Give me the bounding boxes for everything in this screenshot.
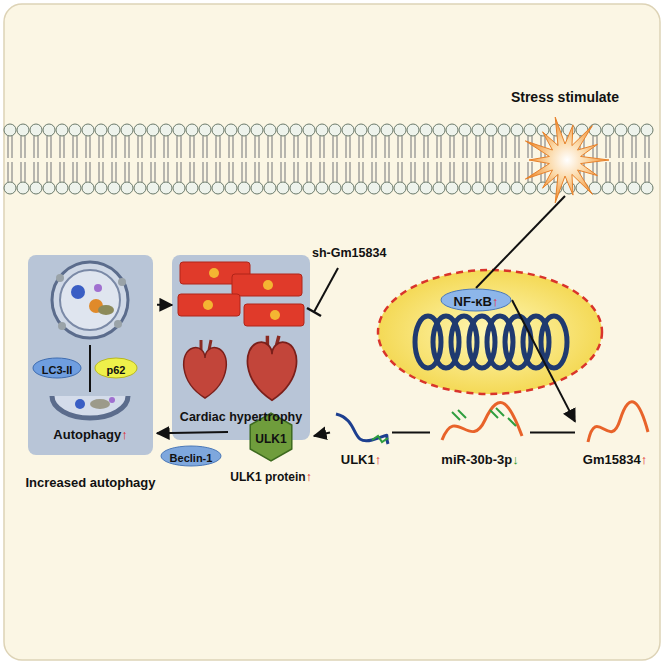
text-row: Cardiac hypertrophy	[172, 407, 310, 425]
autophagosome-inner	[60, 270, 120, 330]
node-label: ULK1 protein	[230, 471, 305, 485]
node-label: ↑	[121, 428, 128, 443]
autophagy-panel	[28, 255, 153, 455]
text-row: ULK1↑	[330, 450, 392, 468]
connector	[157, 304, 172, 306]
inhibition-line	[314, 268, 338, 312]
cargo	[90, 399, 110, 409]
node-label: Cardiac hypertrophy	[180, 410, 302, 424]
text-row: LC3-II	[32, 360, 82, 378]
connector	[512, 300, 575, 422]
connector	[314, 432, 330, 436]
text-row: ULK1	[228, 429, 314, 447]
text-row: NF-κB↑	[440, 292, 512, 310]
text-row: Stress stimulate	[505, 88, 625, 106]
node-label: miR-30b-3p	[441, 453, 512, 468]
hypertrophy-panel-node: Cardiac hypertrophy	[172, 255, 310, 440]
mrna-node: ULK1↑	[330, 400, 392, 472]
connector	[530, 431, 575, 433]
beclin-ellipse: Beclin-1	[160, 445, 222, 467]
lncrna-strand	[588, 402, 648, 442]
cargo	[71, 285, 85, 299]
lc3-ellipse: LC3-II	[32, 357, 82, 379]
heart	[184, 340, 227, 398]
text-row: Increased autophagy	[24, 473, 157, 491]
node-label: p62	[107, 364, 126, 377]
node-label: ↑	[492, 295, 499, 310]
cardiac-panel	[172, 255, 310, 440]
lncrna-node: Gm15834↑	[575, 400, 655, 472]
membrane-dot	[58, 322, 66, 330]
node-label: Beclin-1	[170, 452, 213, 465]
node-label: Stress stimulate	[511, 89, 619, 105]
node-label: NF-κB	[454, 295, 492, 310]
autophagy-panel-node: LC3-II p62Autophagy↑ Increased autophagy	[24, 255, 157, 517]
connector	[157, 432, 228, 433]
panel-ground	[4, 4, 660, 660]
nfkb-ellipse: NF-κB↑	[440, 288, 512, 312]
cardiomyocytes	[178, 262, 304, 326]
text-row: Gm15834↑	[575, 450, 655, 468]
node-label: Autophagy	[53, 428, 121, 443]
inhibition-bar	[307, 308, 321, 316]
text-row: miR-30b-3p↓	[430, 450, 530, 468]
node-label: ↓	[512, 453, 519, 468]
connector	[392, 431, 430, 433]
membrane-dot	[118, 278, 126, 286]
mrna-strand	[336, 414, 388, 444]
node-label: ULK1	[341, 453, 375, 468]
p62-ellipse: p62	[94, 357, 138, 379]
treatment-label: sh-Gm15834	[312, 246, 386, 260]
node-label: LC3-II	[42, 364, 73, 377]
cargo	[75, 399, 85, 409]
stress-starburst	[525, 117, 609, 203]
node-label: Gm15834	[583, 453, 641, 468]
text-row: Autophagy↑	[24, 425, 157, 443]
hypertrophic-heart	[247, 336, 296, 400]
node-label: ULK1	[255, 433, 286, 447]
mirna-binding	[372, 436, 388, 442]
cargo	[98, 305, 114, 315]
nucleus	[378, 270, 602, 394]
mirna-binding	[452, 408, 516, 426]
autophagosome	[52, 262, 128, 338]
text-row: Beclin-1	[160, 448, 222, 466]
cargo	[94, 284, 102, 292]
text-row: ULK1 protein↑	[228, 467, 314, 485]
connector	[476, 196, 565, 288]
stimulus-node: Stress stimulate	[505, 86, 625, 196]
node-label: Increased autophagy	[25, 476, 155, 491]
node-label: ↑	[375, 453, 382, 468]
membrane-dot	[114, 320, 122, 328]
autolysosome	[52, 396, 128, 418]
mirna-node: miR-30b-3p↓	[430, 400, 530, 472]
node-label: ↑	[306, 471, 312, 485]
membrane-dot	[56, 274, 64, 282]
text-row: p62	[94, 360, 138, 378]
lncrna-strand	[442, 403, 522, 440]
node-label: ↑	[641, 453, 648, 468]
cargo	[109, 397, 115, 403]
divider	[89, 345, 91, 392]
